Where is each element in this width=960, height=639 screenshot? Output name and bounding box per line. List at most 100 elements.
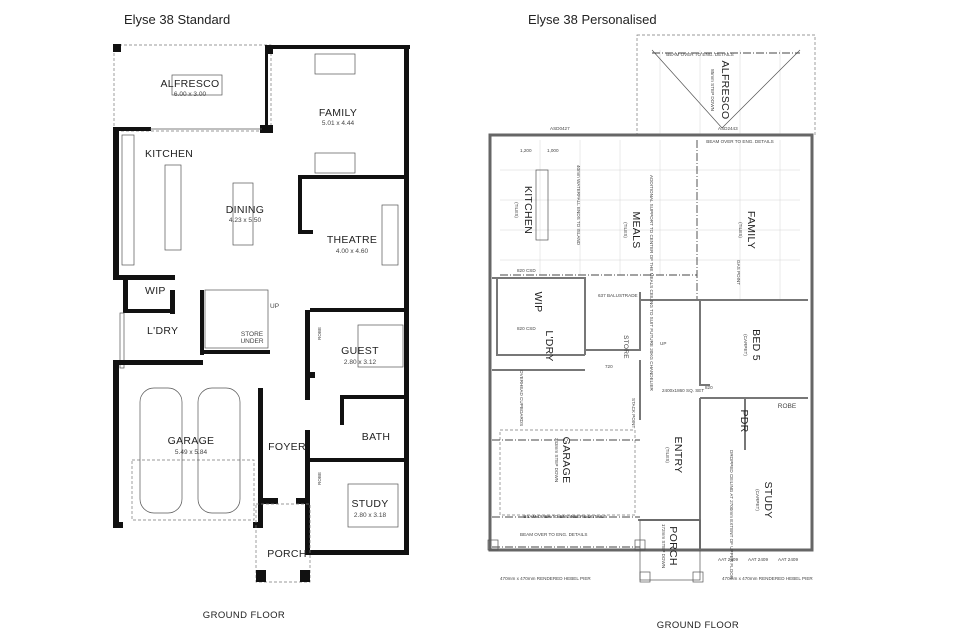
room-label-porch: PORCH: [267, 548, 306, 560]
note-window-2: ASD2443: [718, 126, 738, 131]
room-label-study: STUDY: [351, 498, 388, 510]
room-label-entry: ENTRY: [672, 437, 684, 474]
garage-sub: 343mm STEP DOWN: [554, 438, 559, 482]
note-csd-1: 820 CSD: [517, 268, 536, 273]
room-label-garage: GARAGE: [168, 435, 215, 447]
standard-plan-title: Elyse 38 Standard: [124, 12, 231, 27]
note-sq-set: 2400x1860 SQ. SET: [662, 388, 704, 393]
room-dims-theatre: 4.00 x 4.60: [336, 248, 369, 255]
room-label-family: FAMILY: [319, 107, 357, 119]
pier: [692, 571, 704, 583]
room-dims-study: 2.80 x 3.18: [354, 512, 387, 519]
note-aat-1: AAT 2409: [718, 557, 738, 562]
room-label-kitchen: KITCHEN: [145, 148, 193, 160]
study-sub: (CARPET): [755, 489, 760, 511]
room-label-theatre: THEATRE: [327, 234, 377, 246]
room-label-laundry: L'DRY: [543, 330, 555, 361]
room-dims-family: 5.01 x 4.44: [322, 120, 355, 127]
note-beam-garage: BEAM OVER TO ENGINEERS DETAILS: [523, 514, 606, 519]
robe-label: ROBE: [317, 327, 322, 340]
kitchen-island: [164, 164, 182, 251]
note-dim-2: 1,000: [547, 148, 559, 153]
kitchen-sub: (TILES): [514, 202, 519, 218]
bed5-sub: (CARPET): [743, 334, 748, 356]
room-label-family: FAMILY: [745, 211, 757, 249]
note-pier-left: 470mm x 470mm RENDERED HEBEL PIER: [500, 576, 591, 581]
staircase: [204, 289, 269, 349]
note-aat-2: AAT 2409: [748, 557, 768, 562]
note-pier-right: 470mm x 470mm RENDERED HEBEL PIER: [722, 576, 813, 581]
note-aat-3: AAT 2409: [778, 557, 798, 562]
study-bed: [347, 483, 399, 528]
room-label-alfresco: ALFRESCO: [161, 78, 220, 90]
room-dims-alfresco: 6.00 x 3.00: [174, 91, 207, 98]
meals-sub: (TILES): [623, 222, 628, 238]
room-label-bed5: BED 5: [750, 329, 762, 361]
room-label-store: STORE: [622, 335, 629, 359]
exterior-wall-left: [113, 127, 119, 275]
room-dims-guest: 2.80 x 3.12: [344, 359, 377, 366]
personalised-floor-plan: ALFRESCO KITCHEN MEALS FAMILY WIP L'DRY …: [487, 34, 816, 631]
note-beam-family: BEAM OVER TO ENG. DETAILS: [706, 139, 773, 144]
room-label-wip: WIP: [145, 285, 166, 297]
car-right: [197, 387, 241, 514]
note-csd-2: 820 CSD: [517, 326, 536, 331]
floor-label-standard: GROUND FLOOR: [203, 610, 285, 621]
room-label-dining: DINING: [226, 204, 265, 216]
room-label-guest: GUEST: [341, 345, 379, 357]
room-label-study: STUDY: [762, 481, 774, 518]
room-label-wip: WIP: [532, 292, 544, 313]
porch-sub: 172mm STEP DOWN: [661, 524, 666, 568]
family-sofa: [314, 53, 356, 75]
note-dropped-ceiling: DROPPED CEILING AT 2700mm EXTENT OF UPPE…: [729, 450, 734, 580]
theatre-sofa: [381, 204, 399, 266]
family-sofa: [314, 152, 356, 174]
stair-up-label: UP: [270, 303, 279, 310]
note-window-1: ASD0427: [550, 126, 570, 131]
note-door-820: 820: [705, 385, 713, 390]
dining-table: [232, 182, 254, 246]
guest-bed: [357, 324, 404, 368]
note-beam-porch: BEAM OVER TO ENG. DETAILS: [520, 532, 587, 537]
room-label-laundry: L'DRY: [147, 325, 178, 337]
room-label-kitchen: KITCHEN: [522, 186, 534, 234]
room-label-alfresco: ALFRESCO: [719, 61, 731, 120]
room-label-robe: ROBE: [778, 403, 797, 410]
pier: [487, 539, 499, 551]
alfresco-outline: [113, 44, 272, 132]
room-label-store-under: UNDER: [240, 338, 263, 345]
note-gas-point: GAS POINT: [736, 260, 741, 285]
standard-floor-plan: ALFRESCO 6.00 x 3.00 FAMILY 5.01 x 4.44 …: [113, 44, 410, 621]
room-label-foyer: FOYER: [268, 441, 306, 453]
robe-label: ROBE: [317, 472, 322, 485]
note-waterfall: 40mm WATERFALL ENDS TO ISLAND: [576, 165, 581, 246]
family-sub: (TILES): [738, 222, 743, 238]
room-label-store: STORE: [241, 331, 264, 338]
room-dims-dining: 4.23 x 5.50: [229, 217, 262, 224]
pier: [634, 539, 646, 551]
room-dims-garage: 5.49 x 5.84: [175, 449, 208, 456]
note-door-720: 720: [605, 364, 613, 369]
floor-label-personalised: GROUND FLOOR: [657, 620, 739, 631]
kitchen-island: [535, 169, 549, 241]
note-balustrade: 637 BALUSTRADE: [598, 293, 638, 298]
note-dim-1: 1,200: [520, 148, 532, 153]
note-overhead: OVERHEAD CUPBOARDS: [519, 370, 524, 426]
tile-grid: [500, 50, 800, 300]
note-beam-top: BEAM OVER TO ENG. DETAILS: [666, 52, 733, 57]
room-label-garage: GARAGE: [560, 437, 572, 484]
note-stack-point: STACK POINT: [631, 398, 636, 428]
entry-sub: (TILES): [665, 447, 670, 463]
kitchen-bench: [121, 134, 135, 266]
pier: [639, 571, 651, 583]
car-left: [139, 387, 183, 514]
room-label-bath: BATH: [362, 431, 390, 443]
note-stair-up: UP: [660, 341, 666, 346]
personalised-plan-title: Elyse 38 Personalised: [528, 12, 657, 27]
alfresco-table: [171, 74, 223, 96]
room-label-pdr: PDR: [738, 409, 750, 432]
room-label-porch: PORCH: [667, 526, 679, 565]
room-label-meals: MEALS: [630, 211, 642, 248]
exterior-wall: [488, 133, 814, 552]
